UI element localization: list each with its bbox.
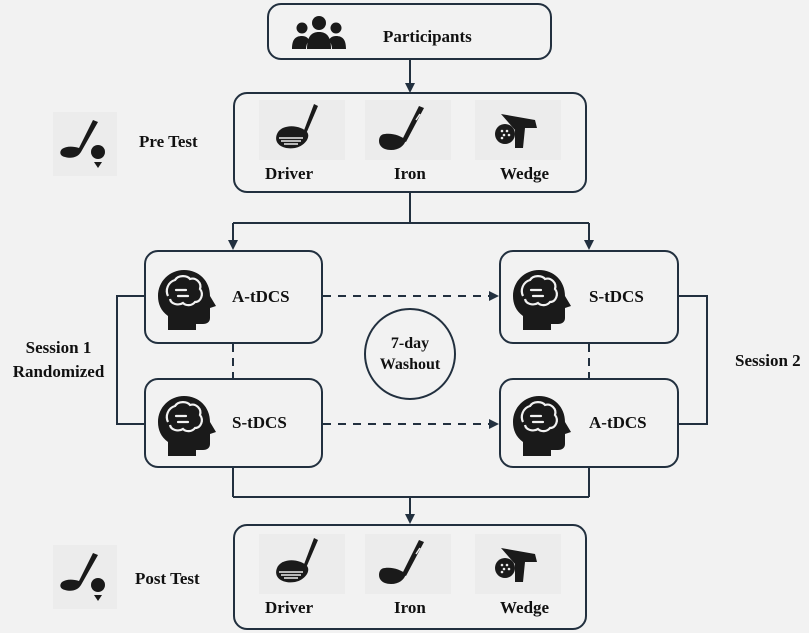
driver-club-icon bbox=[276, 104, 318, 149]
washout-line1: 7-day bbox=[390, 335, 430, 352]
session2-bottom-label: A-tDCS bbox=[589, 413, 647, 432]
posttest-wedge-label: Wedge bbox=[500, 598, 550, 617]
brain-head-icon bbox=[513, 270, 571, 330]
posttest-iron-label: Iron bbox=[394, 598, 426, 617]
session1-top-label: A-tDCS bbox=[232, 287, 290, 306]
brain-head-icon bbox=[158, 396, 216, 456]
wedge-club-icon bbox=[495, 114, 537, 148]
participants-box: Participants bbox=[267, 3, 552, 60]
iron-card bbox=[365, 100, 451, 160]
pretest-iron-label: Iron bbox=[394, 164, 426, 183]
session1-line2: Randomized bbox=[12, 362, 105, 381]
driver-card bbox=[259, 100, 345, 160]
pretest-driver-label: Driver bbox=[265, 164, 314, 183]
posttest-driver-label: Driver bbox=[265, 598, 314, 617]
session1-label: Session 1 Randomized bbox=[0, 336, 117, 384]
brain-head-icon bbox=[158, 270, 216, 330]
iron-club-icon bbox=[379, 106, 424, 150]
bracket-session2 bbox=[679, 295, 708, 425]
golf-club-ball-icon bbox=[60, 553, 105, 601]
driver-card bbox=[259, 534, 345, 594]
wedge-club-icon bbox=[495, 548, 537, 582]
session2-top-label: S-tDCS bbox=[589, 287, 644, 306]
posttest-label: Post Test bbox=[135, 569, 200, 588]
pretest-label: Pre Test bbox=[139, 132, 198, 151]
bracket-session1 bbox=[116, 295, 144, 425]
session2-label: Session 2 bbox=[735, 351, 801, 370]
pretest-box: Driver Iron Wedge bbox=[233, 92, 587, 193]
posttest-box: Driver Iron Wedge bbox=[233, 524, 587, 630]
people-group-icon bbox=[292, 16, 346, 49]
wedge-card bbox=[475, 534, 561, 594]
session1-bottom-label: S-tDCS bbox=[232, 413, 287, 432]
driver-club-icon bbox=[276, 538, 318, 583]
session1-line1: Session 1 bbox=[25, 338, 92, 357]
washout-circle: 7-day Washout bbox=[364, 308, 456, 400]
iron-club-icon bbox=[379, 540, 424, 584]
wedge-card bbox=[475, 100, 561, 160]
participants-label: Participants bbox=[383, 27, 472, 46]
pretest-wedge-label: Wedge bbox=[500, 164, 550, 183]
session2-stdcs-box: S-tDCS bbox=[499, 250, 679, 344]
session2-atdcs-box: A-tDCS bbox=[499, 378, 679, 468]
posttest-golf-card bbox=[53, 545, 117, 609]
washout-line2: Washout bbox=[379, 356, 441, 373]
session1-atdcs-box: A-tDCS bbox=[144, 250, 323, 344]
golf-club-ball-icon bbox=[60, 120, 105, 168]
pretest-golf-card bbox=[53, 112, 117, 176]
brain-head-icon bbox=[513, 396, 571, 456]
session1-stdcs-box: S-tDCS bbox=[144, 378, 323, 468]
iron-card bbox=[365, 534, 451, 594]
